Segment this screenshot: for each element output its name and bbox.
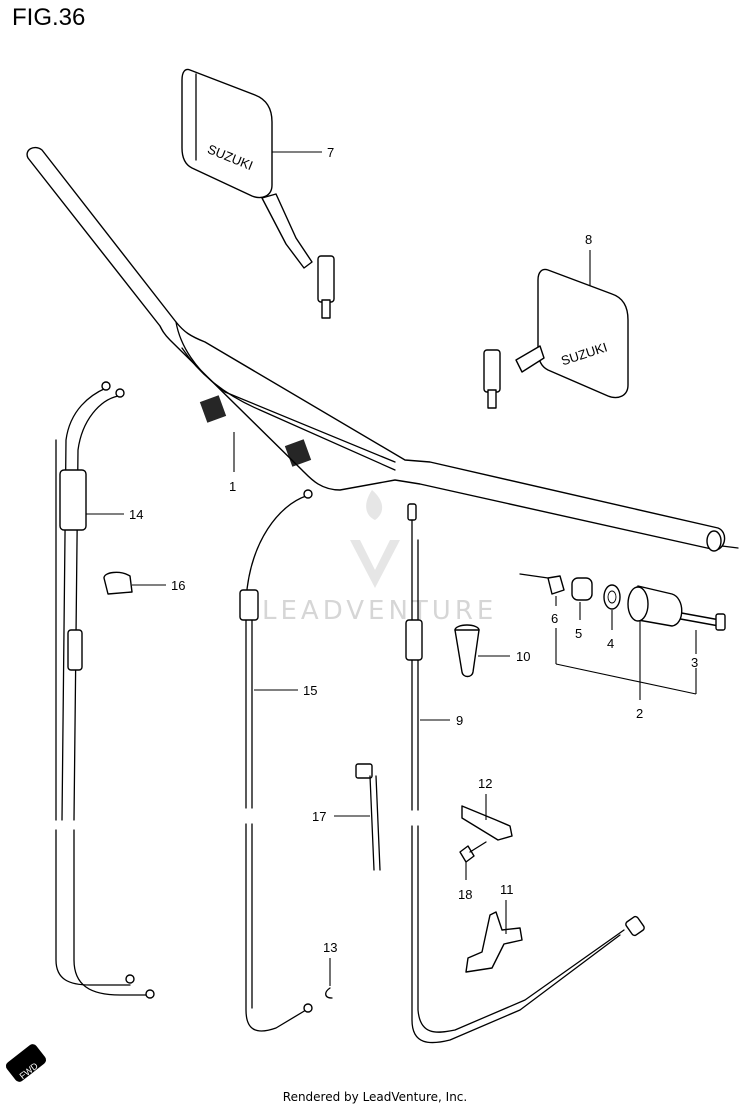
callout-9[interactable]: 9 — [420, 713, 463, 728]
svg-text:7: 7 — [327, 145, 334, 160]
callout-14[interactable]: 14 — [86, 507, 143, 522]
clutch-cable[interactable] — [239, 489, 313, 1032]
watermark-logo-text: LEADVENTURE — [262, 596, 498, 626]
svg-text:8: 8 — [585, 232, 592, 247]
callout-4[interactable]: 4 — [607, 610, 614, 651]
callout-1[interactable]: 1 — [229, 432, 236, 494]
mirror-left[interactable]: SUZUKI — [181, 68, 335, 319]
svg-text:14: 14 — [129, 507, 143, 522]
svg-text:9: 9 — [456, 713, 463, 728]
svg-text:15: 15 — [303, 683, 317, 698]
svg-text:10: 10 — [516, 649, 530, 664]
bar-end-nut-4[interactable] — [603, 584, 621, 610]
svg-text:17: 17 — [312, 809, 326, 824]
callout-16[interactable]: 16 — [132, 578, 185, 593]
svg-text:12: 12 — [478, 776, 492, 791]
svg-text:4: 4 — [607, 636, 614, 651]
svg-text:11: 11 — [500, 882, 514, 897]
svg-text:5: 5 — [575, 626, 582, 641]
callout-15[interactable]: 15 — [254, 683, 317, 698]
bar-end-axis — [519, 573, 549, 579]
callout-10[interactable]: 10 — [478, 649, 530, 664]
handlebar[interactable] — [26, 146, 739, 552]
svg-text:3: 3 — [691, 655, 698, 670]
bar-end-bolt[interactable] — [674, 611, 726, 631]
svg-text:13: 13 — [323, 940, 337, 955]
handlebar-knurl-right — [284, 439, 312, 467]
throttle-cable-assembly[interactable] — [55, 381, 155, 999]
callout-2[interactable]: 2 — [555, 620, 697, 721]
bar-end-nut-6[interactable] — [547, 575, 565, 595]
callout-13[interactable]: 13 — [323, 940, 337, 986]
cable-holder-11[interactable] — [465, 911, 523, 973]
cable-bracket-12[interactable] — [461, 805, 513, 841]
callout-11[interactable]: 11 — [500, 882, 514, 934]
callout-6[interactable]: 6 — [551, 596, 558, 664]
bar-end-weight[interactable] — [627, 585, 683, 627]
cable-boot[interactable] — [454, 624, 480, 678]
callout-8[interactable]: 8 — [585, 232, 592, 286]
bar-end-cushion-5[interactable] — [571, 577, 593, 601]
cable-clamp[interactable] — [103, 571, 133, 595]
callout-12[interactable]: 12 — [478, 776, 492, 820]
svg-text:18: 18 — [458, 887, 472, 902]
callout-17[interactable]: 17 — [312, 809, 370, 824]
callout-3[interactable]: 3 — [691, 630, 698, 694]
footer-credit: Rendered by LeadVenture, Inc. — [282, 1090, 468, 1104]
svg-text:1: 1 — [229, 479, 236, 494]
watermark-emblem — [350, 490, 400, 588]
svg-text:2: 2 — [636, 706, 643, 721]
svg-text:16: 16 — [171, 578, 185, 593]
fwd-direction-badge: FWD — [5, 1044, 47, 1082]
cable-tie-17[interactable] — [355, 763, 381, 871]
figure-title: FIG.36 — [12, 4, 86, 31]
callout-7[interactable]: 7 — [272, 145, 334, 160]
callout-5[interactable]: 5 — [575, 602, 582, 641]
mirror-right[interactable]: SUZUKI — [483, 268, 629, 409]
bolt-18[interactable] — [459, 841, 487, 863]
front-brake-cable[interactable] — [405, 503, 645, 1044]
clip-13[interactable] — [325, 987, 333, 999]
svg-text:6: 6 — [551, 611, 558, 626]
callout-18[interactable]: 18 — [458, 862, 472, 902]
handlebar-knurl-left — [199, 395, 227, 423]
